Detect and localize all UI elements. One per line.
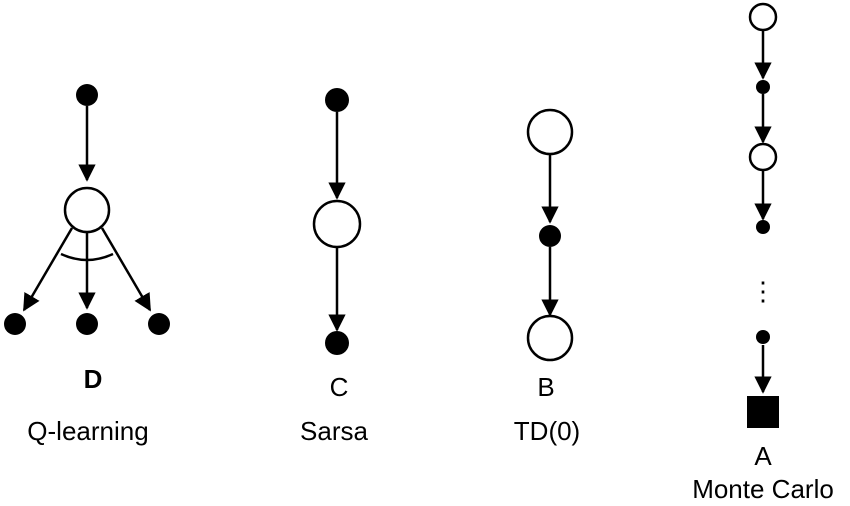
q-learning-diagram: D Q-learning bbox=[4, 84, 170, 446]
sarsa-diagram: C Sarsa bbox=[300, 88, 368, 446]
edge bbox=[100, 227, 152, 312]
td0-diagram: B TD(0) bbox=[514, 108, 580, 446]
state-node bbox=[63, 186, 111, 234]
diagram-name: Monte Carlo bbox=[692, 474, 834, 504]
diagram-letter: C bbox=[330, 372, 349, 402]
monte-carlo-diagram: ⋮ A Monte Carlo bbox=[692, 2, 834, 504]
diagram-letter: D bbox=[84, 364, 103, 394]
state-node bbox=[526, 108, 574, 156]
diagram-name: TD(0) bbox=[514, 416, 580, 446]
diagram-name: Sarsa bbox=[300, 416, 368, 446]
diagram-letter: A bbox=[754, 441, 772, 471]
action-node bbox=[756, 330, 770, 344]
state-node bbox=[748, 2, 778, 32]
action-node bbox=[76, 313, 98, 335]
state-node bbox=[312, 199, 362, 249]
state-node bbox=[526, 314, 574, 362]
max-arc bbox=[60, 252, 114, 262]
action-node bbox=[148, 313, 170, 335]
action-node bbox=[76, 84, 98, 106]
diagram-name: Q-learning bbox=[27, 416, 148, 446]
action-node bbox=[325, 331, 349, 355]
terminal-node bbox=[747, 396, 779, 428]
edge bbox=[22, 227, 74, 312]
action-node bbox=[539, 225, 561, 247]
state-node bbox=[748, 142, 778, 172]
ellipsis: ⋮ bbox=[750, 276, 776, 306]
action-node bbox=[4, 313, 26, 335]
action-node bbox=[756, 80, 770, 94]
action-node bbox=[325, 88, 349, 112]
action-node bbox=[756, 220, 770, 234]
diagram-letter: B bbox=[537, 372, 554, 402]
